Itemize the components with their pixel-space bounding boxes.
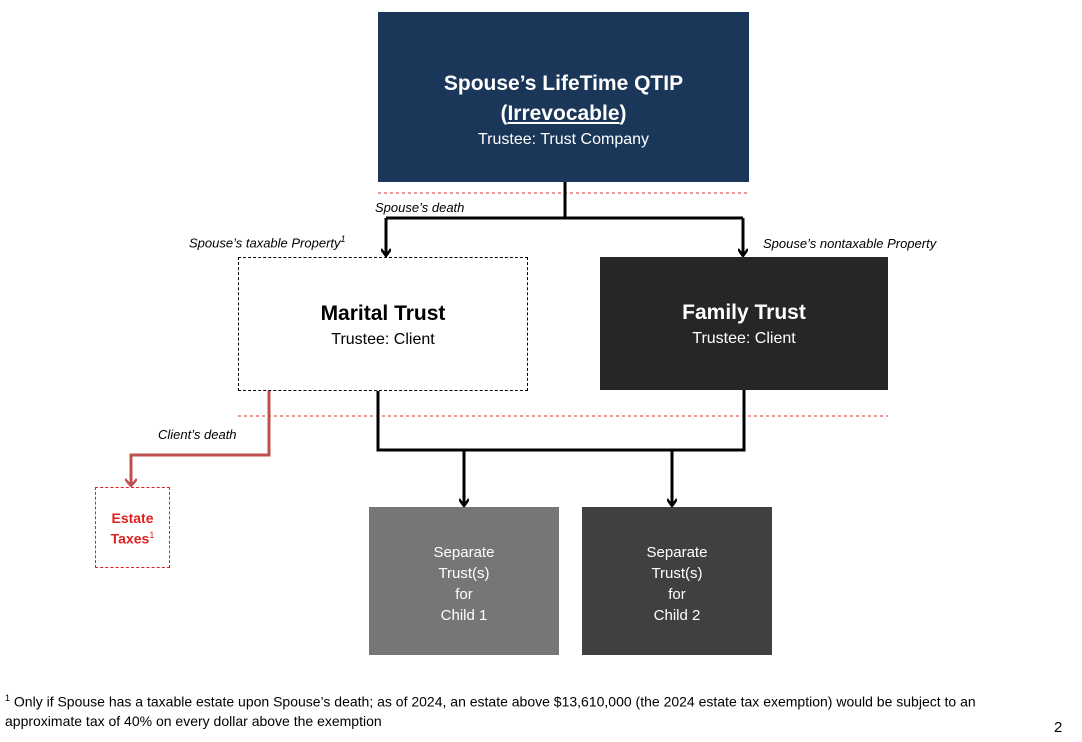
nontaxable-property-label: Spouse’s nontaxable Property	[763, 236, 937, 251]
estate-taxes-box: Estate Taxes1	[95, 487, 170, 568]
marital-trust-title: Marital Trust	[320, 302, 446, 325]
qtip-status: (Irrevocable)	[500, 102, 627, 125]
family-trust-trustee: Trustee: Client	[692, 330, 796, 347]
taxable-property-label: Spouse’s taxable Property1	[189, 234, 346, 251]
qtip-title: Spouse’s LifeTime QTIP	[443, 72, 684, 95]
family-trust-box: Family Trust Trustee: Client	[600, 257, 888, 390]
qtip-split-line	[386, 182, 743, 220]
qtip-status-label: Irrevocable	[507, 102, 620, 125]
client-death-label: Client’s death	[158, 427, 237, 442]
child2-trust-text: Separate Trust(s) for Child 2	[646, 544, 708, 624]
child1-trust-text: Separate Trust(s) for Child 1	[433, 544, 495, 624]
marital-trust-box: Marital Trust Trustee: Client	[238, 257, 528, 391]
footnote-line1: 1 Only if Spouse has a taxable estate up…	[5, 693, 976, 710]
marital-trust-trustee: Trustee: Client	[331, 331, 435, 348]
estate-taxes-line1: Estate	[111, 510, 154, 526]
page-number: 2	[1054, 719, 1063, 736]
trusts-join-line	[376, 390, 746, 452]
family-trust-title: Family Trust	[682, 301, 806, 324]
client-death-line	[131, 391, 271, 486]
spouse-death-label: Spouse’s death	[375, 200, 465, 215]
qtip-trustee: Trustee: Trust Company	[477, 131, 650, 148]
qtip-trust-box: Spouse’s LifeTime QTIP (Irrevocable) Tru…	[378, 12, 749, 182]
child1-trust-box: Separate Trust(s) for Child 1	[369, 507, 559, 655]
child2-trust-box: Separate Trust(s) for Child 2	[582, 507, 772, 655]
footnote-line2: approximate tax of 40% on every dollar a…	[5, 713, 382, 729]
estate-taxes-line2: Taxes1	[110, 530, 155, 547]
